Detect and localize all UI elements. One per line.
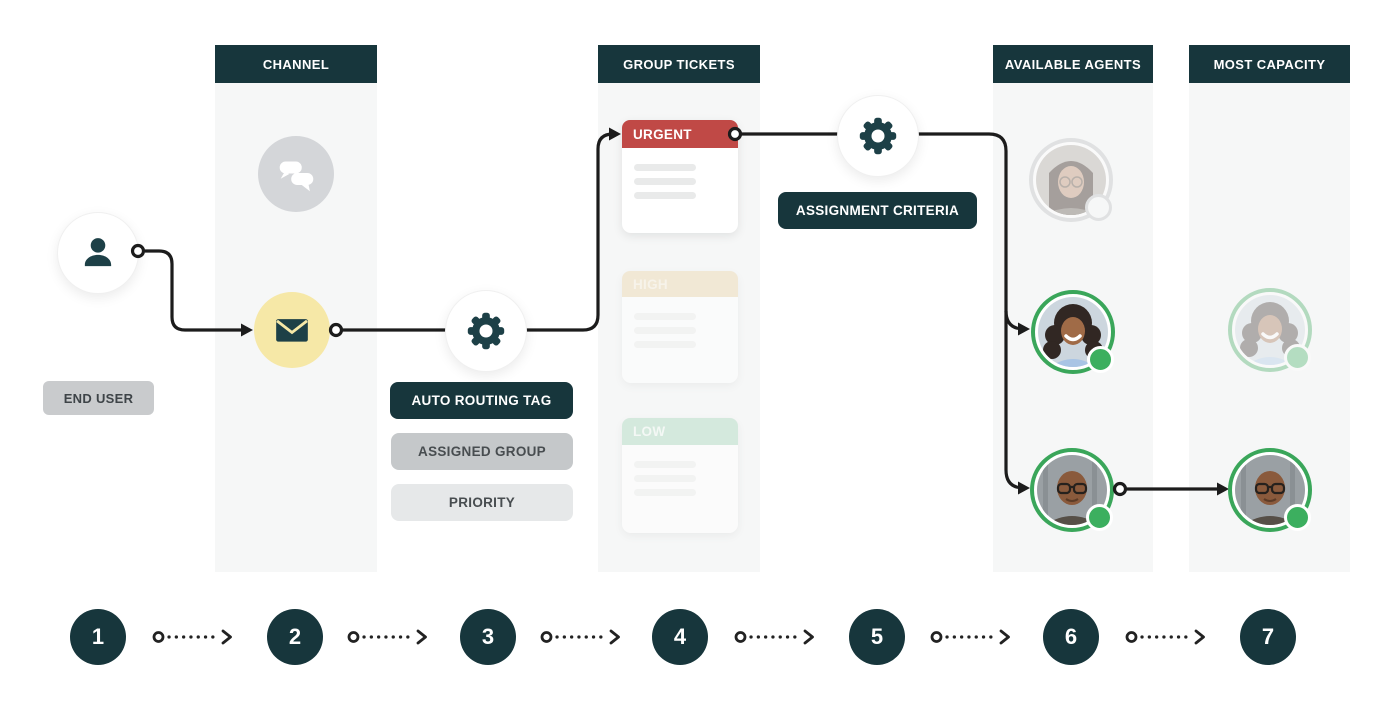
status-indicator-online [1086, 504, 1113, 531]
dotted-arrow [1125, 629, 1205, 645]
dotted-arrow [734, 629, 814, 645]
ticket-header-low: LOW [622, 418, 738, 445]
auto-routing-tag-label: AUTO ROUTING TAG [390, 382, 573, 419]
step-circle-2: 2 [267, 609, 323, 665]
step-circle-7: 7 [1240, 609, 1296, 665]
step-circle-5: 5 [849, 609, 905, 665]
end-user-node [57, 212, 139, 294]
ticket-text-placeholder-line [634, 461, 696, 468]
ticket-header-high: HIGH [622, 271, 738, 297]
ticket-card-low: LOW [622, 418, 738, 533]
step-circle-6: 6 [1043, 609, 1099, 665]
assigned-group-label: ASSIGNED GROUP [391, 433, 573, 470]
gear-icon [467, 312, 505, 350]
ticket-text-placeholder-line [634, 327, 696, 334]
agent-avatar-available-2 [1030, 448, 1114, 532]
column-header-group-tickets: GROUP TICKETS [598, 45, 760, 83]
ticket-text-placeholder-line [634, 164, 696, 171]
ticket-body [622, 445, 738, 496]
agent-photo-man-glasses [1037, 455, 1107, 525]
ticket-card-high: HIGH [622, 271, 738, 383]
ticket-text-placeholder-line [634, 341, 696, 348]
column-header-channel: CHANNEL [215, 45, 377, 83]
dotted-arrow [152, 629, 232, 645]
ticket-text-placeholder-line [634, 192, 696, 199]
capacity-avatar-selected [1228, 448, 1312, 532]
status-indicator-online [1284, 504, 1311, 531]
assignment-criteria-label: ASSIGNMENT CRITERIA [778, 192, 977, 229]
agent-avatar-available-1 [1031, 290, 1115, 374]
dotted-arrow [930, 629, 1010, 645]
status-indicator-empty [1085, 194, 1112, 221]
ticket-header-urgent: URGENT [622, 120, 738, 148]
dotted-arrow [347, 629, 427, 645]
dotted-arrow [540, 629, 620, 645]
channel-chat-node [258, 136, 334, 212]
priority-label: PRIORITY [391, 484, 573, 521]
step-circle-1: 1 [70, 609, 126, 665]
column-header-available-agents: AVAILABLE AGENTS [993, 45, 1153, 83]
agent-photo-woman-curly-hair [1235, 295, 1305, 365]
agent-avatar-unavailable [1029, 138, 1113, 222]
capacity-avatar-faded [1228, 288, 1312, 372]
status-indicator-online [1087, 346, 1114, 373]
ticket-text-placeholder-line [634, 178, 696, 185]
ticket-card-urgent: URGENT [622, 120, 738, 233]
person-icon [84, 238, 112, 267]
channel-email-node [254, 292, 330, 368]
column-header-most-capacity: MOST CAPACITY [1189, 45, 1350, 83]
ticket-text-placeholder-line [634, 489, 696, 496]
auto-routing-gear-node [445, 290, 527, 372]
status-indicator-online [1284, 344, 1311, 371]
step-circle-4: 4 [652, 609, 708, 665]
assignment-criteria-gear-node [837, 95, 919, 177]
ticket-body [622, 148, 738, 199]
envelope-icon [276, 319, 308, 342]
gear-icon [859, 117, 897, 155]
flow-line-criteria-to-agent3 [741, 132, 1025, 490]
ticket-text-placeholder-line [634, 313, 696, 320]
ticket-body [622, 297, 738, 348]
end-user-label: END USER [43, 381, 154, 415]
chat-bubbles-icon [279, 161, 314, 192]
ticket-text-placeholder-line [634, 475, 696, 482]
step-circle-3: 3 [460, 609, 516, 665]
